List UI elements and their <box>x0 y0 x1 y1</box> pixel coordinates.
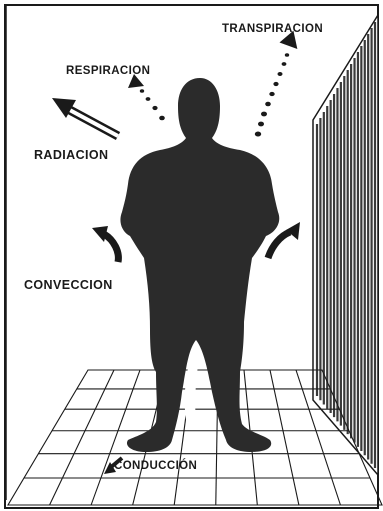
radiant-wall <box>313 15 378 475</box>
transpiracion-droplet <box>269 92 274 96</box>
transpiracion-droplet <box>273 82 278 86</box>
respiracion-droplet <box>146 97 151 101</box>
respiracion-droplet <box>140 89 144 93</box>
label-transpiracion: TRANSPIRACION <box>222 23 323 35</box>
respiracion-droplet <box>152 106 157 110</box>
radiacion-arrow <box>52 98 118 136</box>
floor-grid-line <box>270 370 299 505</box>
respiracion-droplet <box>159 116 165 120</box>
floor-grid-line <box>91 370 140 505</box>
transpiracion-droplet <box>282 62 287 66</box>
floor-grid-line <box>50 370 114 505</box>
label-respiracion: RESPIRACION <box>66 65 150 77</box>
transpiracion-droplet <box>258 122 264 127</box>
conveccion-arrow-left <box>92 226 118 262</box>
transpiracion-droplet <box>278 72 283 76</box>
transpiracion-droplet <box>285 53 289 57</box>
label-conduccion: CONDUCCIÓN <box>114 459 197 472</box>
respiracion-arrow <box>128 74 165 120</box>
transpiracion-droplet <box>255 131 261 136</box>
transpiracion-arrow <box>255 28 303 137</box>
transpiracion-droplet <box>265 102 271 106</box>
label-conveccion: CONVECCION <box>24 278 113 292</box>
label-radiacion: RADIACION <box>34 148 108 162</box>
transpiracion-droplet <box>261 112 267 117</box>
